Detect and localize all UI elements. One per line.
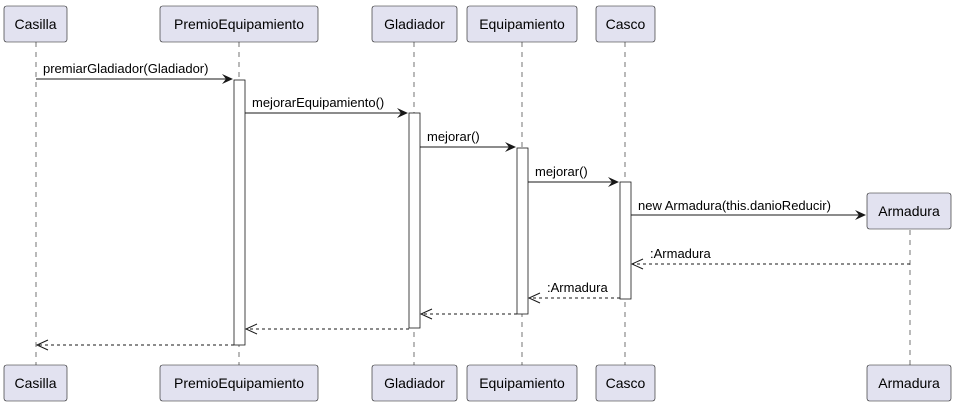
participant-label: PremioEquipamiento <box>174 375 304 391</box>
participant-bottom-gladiador: Gladiador <box>371 364 458 402</box>
participant-label: Armadura <box>878 203 940 219</box>
activation-gladiador <box>408 112 421 329</box>
message-mejorar-equipamiento: mejorarEquipamiento() <box>245 95 408 118</box>
participant-top-casilla: Casilla <box>3 5 68 43</box>
activation-premio-equipamiento <box>233 79 246 346</box>
participant-label: PremioEquipamiento <box>174 16 304 32</box>
participant-bottom-casilla: Casilla <box>3 364 68 402</box>
message-label: premiarGladiador(Gladiador) <box>43 61 208 76</box>
participant-label: Equipamiento <box>479 375 565 391</box>
message-label: :Armadura <box>547 280 608 295</box>
message-return-armadura-to-casco: :Armadura <box>630 246 910 270</box>
message-return-to-premio <box>244 323 409 335</box>
messages: premiarGladiador(Gladiador) mejorarEquip… <box>35 61 910 351</box>
participant-label: Casco <box>606 375 646 391</box>
participant-label: Gladiador <box>384 16 445 32</box>
activation-equipamiento <box>516 147 529 315</box>
message-label: new Armadura(this.danioReducir) <box>638 198 831 213</box>
activation-casco <box>619 181 632 300</box>
message-label: mejorarEquipamiento() <box>252 95 384 110</box>
message-return-to-gladiador <box>419 308 517 320</box>
message-premiar-gladiador: premiarGladiador(Gladiador) <box>36 61 233 84</box>
participant-top-equipamiento: Equipamiento <box>466 5 578 43</box>
participant-label: Gladiador <box>384 375 445 391</box>
message-return-armadura-to-equipamiento: :Armadura <box>527 280 620 304</box>
message-return-to-casilla <box>35 339 234 351</box>
participant-top-premio-equipamiento: PremioEquipamiento <box>159 5 319 43</box>
message-mejorar-casco-call: mejorar() <box>528 164 619 187</box>
participant-label: Casco <box>606 16 646 32</box>
participant-label: Casilla <box>14 375 56 391</box>
message-label: mejorar() <box>535 164 588 179</box>
participant-bottom-casco: Casco <box>595 364 656 402</box>
participant-label: Armadura <box>878 375 940 391</box>
message-mejorar-equipamiento-call: mejorar() <box>420 129 516 152</box>
participant-top-casco: Casco <box>595 5 656 43</box>
participant-bottom-premio-equipamiento: PremioEquipamiento <box>159 364 319 402</box>
participants-bottom: Casilla PremioEquipamiento Gladiador Equ… <box>3 364 952 402</box>
activation-bars <box>233 79 632 346</box>
message-new-armadura: new Armadura(this.danioReducir) <box>631 198 866 220</box>
participant-top-gladiador: Gladiador <box>371 5 458 43</box>
participant-bottom-equipamiento: Equipamiento <box>466 364 578 402</box>
participant-created-armadura: Armadura <box>866 192 952 230</box>
participant-bottom-armadura: Armadura <box>866 364 952 402</box>
message-label: :Armadura <box>650 246 711 261</box>
message-label: mejorar() <box>427 129 480 144</box>
participant-label: Equipamiento <box>479 16 565 32</box>
participants-top: Casilla PremioEquipamiento Gladiador Equ… <box>3 5 952 230</box>
participant-label: Casilla <box>14 16 56 32</box>
